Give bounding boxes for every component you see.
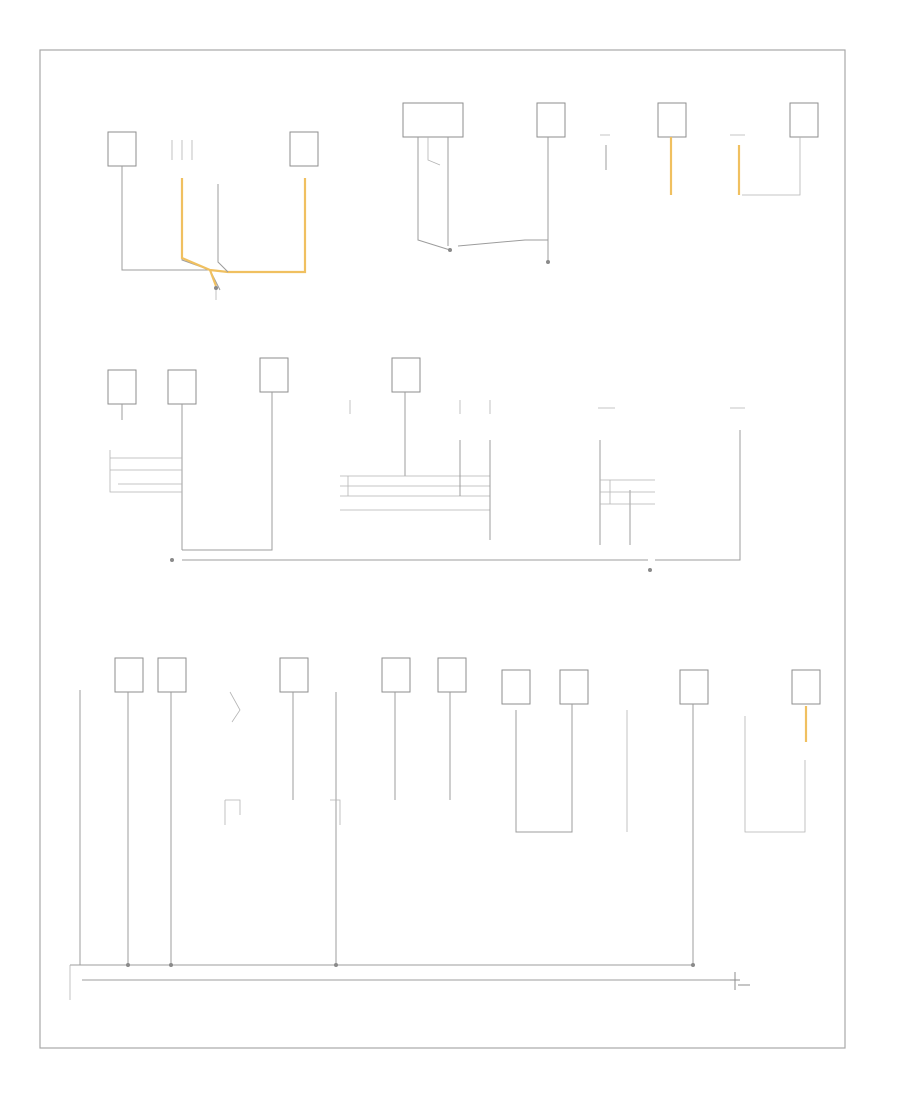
component-box <box>391 357 421 393</box>
wire <box>427 137 441 166</box>
ground-point <box>546 260 550 264</box>
component-box <box>559 669 589 705</box>
ground-point <box>170 558 174 562</box>
wire <box>217 184 229 273</box>
component-box <box>107 369 137 405</box>
component-box <box>501 669 531 705</box>
component-box <box>107 131 137 167</box>
component-box <box>167 369 197 405</box>
wire <box>457 239 548 247</box>
wire <box>181 178 221 291</box>
wire <box>459 440 491 540</box>
component-box <box>289 131 319 167</box>
component-box <box>536 102 566 138</box>
component-box <box>679 669 709 705</box>
wire-bundle <box>600 479 655 505</box>
ground-point <box>126 963 130 967</box>
wire <box>229 691 241 723</box>
ground-point <box>214 286 218 290</box>
wire <box>121 166 210 271</box>
wire <box>655 430 741 561</box>
ground-point <box>691 963 695 967</box>
component-box <box>157 657 187 693</box>
component-box <box>259 357 289 393</box>
wire <box>224 799 241 825</box>
component-box <box>402 102 464 138</box>
ground-symbol <box>730 972 750 990</box>
section-bottom <box>69 657 821 1000</box>
wire <box>180 178 307 274</box>
component-box <box>279 657 309 693</box>
component-box <box>437 657 467 693</box>
ground-bus <box>70 964 735 981</box>
component-box <box>657 102 687 138</box>
ground-point <box>334 963 338 967</box>
component-box <box>791 669 821 705</box>
wire <box>744 716 806 833</box>
ground-point <box>448 248 452 252</box>
component-box <box>789 102 819 138</box>
wire <box>515 704 573 833</box>
component-box <box>114 657 144 693</box>
diagram-frame <box>39 49 846 1049</box>
wire <box>330 799 341 825</box>
wire <box>208 269 218 287</box>
wire <box>121 404 183 550</box>
wire <box>459 400 491 414</box>
wire <box>182 392 273 551</box>
section-middle <box>107 357 745 572</box>
connector-mark <box>171 140 193 160</box>
component-box <box>381 657 411 693</box>
ground-point <box>169 963 173 967</box>
wire <box>417 137 451 251</box>
ground-point <box>648 568 652 572</box>
wire <box>742 137 801 196</box>
wire-bundle <box>340 475 490 511</box>
wire-bundle <box>109 450 182 493</box>
wire <box>599 440 631 545</box>
section-top <box>107 102 819 300</box>
